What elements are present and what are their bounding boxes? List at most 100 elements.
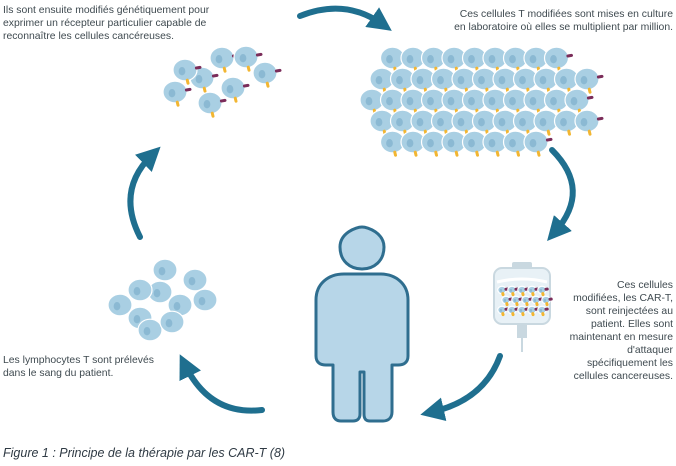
t-cell-icon [497, 305, 509, 317]
t-cell-icon [220, 76, 250, 103]
car-receptor-icon [185, 78, 190, 85]
t-cell-icon [192, 288, 218, 312]
t-cell-icon [159, 310, 185, 334]
car-receptor-icon [274, 68, 282, 73]
car-receptor-icon [587, 129, 592, 136]
t-cell-icon [507, 305, 519, 317]
car-receptor-icon [495, 150, 500, 157]
t-cell-icon [523, 46, 553, 73]
t-cell-icon [127, 278, 153, 302]
t-cell-icon [517, 285, 529, 297]
cycle-arrow-icon [297, 5, 392, 31]
collection-note: Les lymphocytes T sont prélevés dans le … [3, 354, 154, 380]
car-receptor-icon [393, 150, 397, 157]
t-cell-icon [461, 130, 491, 157]
car-receptor-icon [434, 150, 438, 157]
note-line: reconnaître les cellules cancéreuses. [3, 31, 174, 42]
note-line: sont reinjectées au [585, 306, 673, 317]
t-cell-icon [107, 293, 133, 317]
car-receptor-icon [596, 74, 604, 79]
t-cell-icon [162, 80, 192, 107]
t-cell-icon [197, 91, 227, 118]
t-cell-icon [517, 305, 529, 317]
car-receptor-icon [475, 150, 479, 157]
t-cell-icon [574, 109, 604, 136]
culture-note: Ces cellules T modifiées sont mises en c… [454, 8, 673, 34]
note-line: en laboratoire où elles se multiplient p… [454, 22, 673, 33]
t-cell-icon [527, 305, 539, 317]
t-cell-icon [182, 268, 208, 292]
cycle-arrow-icon [127, 146, 161, 240]
t-cell-icon [543, 46, 573, 73]
cycle-arrow-icon [179, 354, 265, 414]
t-cell-icon [507, 285, 519, 297]
car-receptor-icon [567, 129, 571, 136]
car-receptor-icon [233, 96, 238, 103]
note-line: Ces cellules T modifiées sont mises en c… [459, 9, 673, 20]
t-cell-icon [533, 67, 563, 94]
car-receptor-icon [210, 111, 215, 118]
car-receptor-icon [546, 129, 551, 136]
t-cell-icon [497, 285, 509, 297]
car-receptor-icon [454, 150, 459, 157]
t-cell-icon [521, 295, 533, 307]
t-cell-icon [523, 130, 553, 157]
note-line: d'attaquer [627, 345, 673, 356]
note-line: dans le sang du patient. [3, 368, 114, 379]
note-line: modifiées, les CAR-T, [573, 293, 673, 304]
t-cell-icon [537, 305, 549, 317]
car-receptor-icon [211, 73, 219, 78]
car-receptor-icon [586, 95, 594, 100]
t-cell-icon [233, 45, 263, 72]
reinjection-note: Ces cellules modifiées, les CAR-T, sont … [570, 279, 673, 383]
note-line: spécifiquement les [586, 358, 673, 369]
car-receptor-icon [536, 150, 541, 157]
figure-caption: Figure 1 : Principe de la thérapie par l… [3, 446, 286, 460]
note-line: Ils sont ensuite modifiés génétiquement … [3, 5, 210, 16]
cycle-arrow-icon [547, 147, 576, 242]
car-receptor-icon [516, 150, 520, 157]
car-receptor-icon [246, 65, 251, 72]
t-cell-icon [451, 109, 481, 136]
car-receptor-icon [175, 100, 180, 107]
t-cell-icon [209, 46, 239, 73]
t-cell-icon [501, 295, 513, 307]
car-receptor-icon [242, 83, 250, 88]
t-cell-icon [537, 285, 549, 297]
car-receptor-icon [194, 65, 202, 70]
cell-clusters [107, 45, 604, 342]
t-cell-icon [420, 130, 450, 157]
t-cell-icon [527, 285, 539, 297]
t-cell-icon [482, 88, 512, 115]
note-line: maintenant en mesure [569, 332, 673, 343]
car-receptor-icon [184, 87, 192, 92]
note-line: patient. Elles sont [590, 319, 673, 330]
t-cell-icon [531, 295, 543, 307]
t-cell-icon [152, 258, 178, 282]
note-line: Ces cellules [616, 280, 673, 291]
car-receptor-icon [255, 52, 263, 57]
car-receptor-icon [202, 86, 207, 93]
cycle-arrows [127, 5, 576, 421]
t-cell-icon [512, 67, 542, 94]
t-cell-icon [482, 130, 512, 157]
car-receptor-icon [545, 137, 553, 142]
patient-silhouette-icon [314, 225, 410, 423]
car-receptor-icon [587, 87, 592, 94]
t-cell-icon [172, 58, 202, 85]
iv-bag-icon [493, 262, 553, 352]
car-receptor-icon [413, 150, 418, 157]
cycle-arrow-icon [420, 353, 503, 421]
t-cell-icon [252, 61, 282, 88]
car-receptor-icon [596, 116, 604, 121]
car-receptor-icon [219, 98, 227, 103]
note-line: exprimer un récepteur particulier capabl… [3, 18, 207, 29]
t-cell-icon [541, 295, 553, 307]
t-cell-icon [511, 295, 523, 307]
t-cell-icon [137, 318, 163, 342]
t-cell-icon [564, 88, 594, 115]
engineering-note: Ils sont ensuite modifiés génétiquement … [3, 4, 209, 43]
t-cell-icon [574, 67, 604, 94]
car-receptor-icon [566, 53, 573, 58]
